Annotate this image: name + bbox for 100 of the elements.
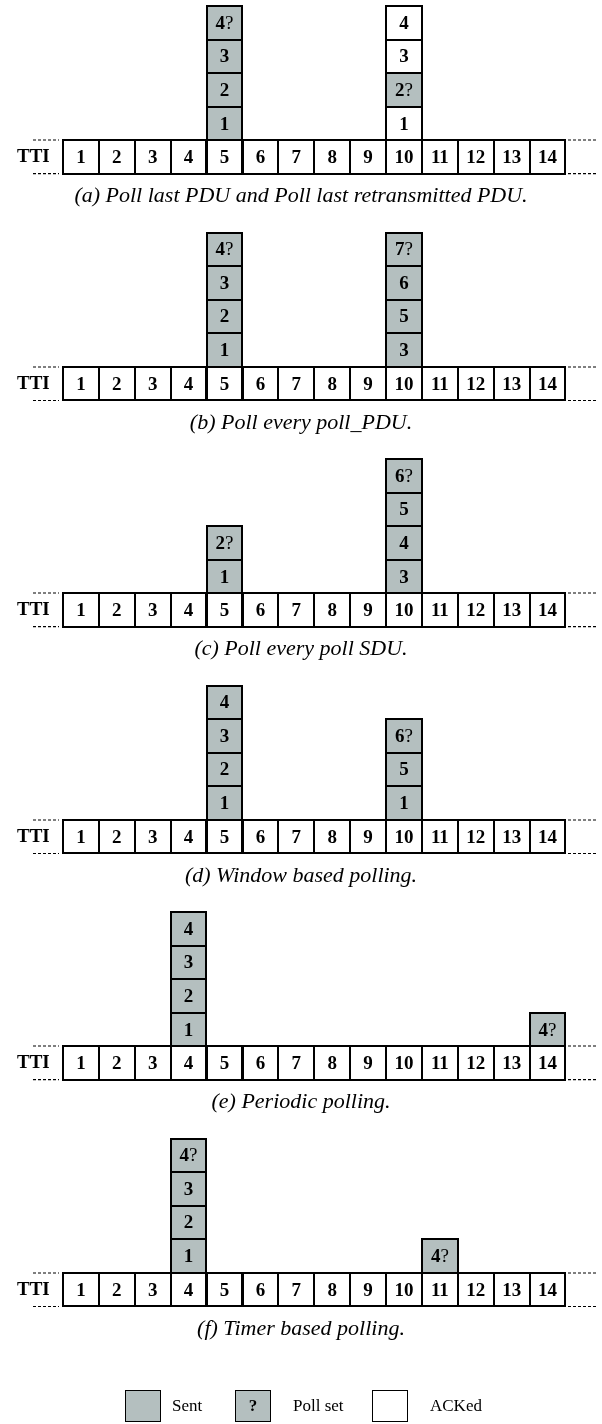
pdu-cell: 6?: [385, 458, 423, 494]
pdu-cell: 3: [133, 1045, 172, 1081]
pdu-cell: 10: [385, 1045, 423, 1081]
axis-label: TTI: [17, 1277, 50, 1300]
pdu-cell: 14: [528, 139, 567, 175]
pdu-cell: 2: [205, 72, 244, 108]
pdu-cell: 1: [205, 785, 244, 821]
pdu-cell: 4: [169, 365, 208, 402]
pdu-cell: 6: [241, 365, 280, 402]
pdu-cell: 5: [205, 139, 244, 175]
pdu-cell: 13: [492, 139, 531, 175]
pdu-cell: 2?: [385, 72, 423, 108]
pdu-cell: 12: [456, 592, 495, 628]
pdu-cell: 7: [277, 139, 316, 175]
panel-caption: (d) Window based polling.: [183, 861, 419, 888]
pdu-cell: 6: [385, 265, 423, 301]
pdu-cell: 6: [241, 1271, 280, 1308]
pdu-cell: 4: [385, 525, 423, 561]
pdu-cell: 13: [492, 818, 531, 855]
pdu-cell: 1: [205, 332, 244, 368]
pdu-cell: 7: [277, 592, 316, 628]
pdu-cell: 4?: [205, 5, 244, 41]
pdu-cell: 11: [421, 592, 459, 628]
panel-caption: (b) Poll every poll_PDU.: [188, 408, 414, 435]
pdu-cell: 7: [277, 1045, 316, 1081]
pdu-cell: 9: [349, 592, 387, 628]
legend-label: ACKed: [430, 1396, 482, 1416]
pdu-cell: 9: [349, 1271, 387, 1308]
pdu-cell: 4: [169, 139, 208, 175]
pdu-cell: 12: [456, 139, 495, 175]
pdu-cell: 12: [456, 1045, 495, 1081]
pdu-cell: 8: [313, 365, 352, 402]
pdu-cell: 2?: [205, 525, 244, 561]
pdu-cell: 11: [421, 139, 459, 175]
pdu-cell: 5: [205, 1271, 244, 1308]
pdu-cell: 3: [385, 332, 423, 368]
pdu-cell: 12: [456, 1271, 495, 1308]
pdu-cell: 1: [62, 1045, 100, 1081]
pdu-cell: 4: [169, 1045, 208, 1081]
pdu-cell: 2: [97, 1045, 136, 1081]
pdu-cell: 4: [385, 5, 423, 41]
pdu-cell: 14: [528, 818, 567, 855]
axis-label: TTI: [17, 1051, 50, 1074]
pdu-cell: 14: [528, 365, 567, 402]
pdu-cell: 4: [169, 818, 208, 855]
pdu-cell: 1: [62, 818, 100, 855]
pdu-cell: 4?: [169, 1137, 208, 1173]
legend-label: Poll set: [293, 1396, 344, 1416]
pdu-cell: 13: [492, 365, 531, 402]
panel-caption: (e) Periodic polling.: [210, 1088, 392, 1114]
pdu-cell: 13: [492, 1045, 531, 1081]
pdu-cell: 5: [205, 818, 244, 855]
pdu-cell: 13: [492, 592, 531, 628]
pdu-cell: 4: [169, 1271, 208, 1308]
axis-label: TTI: [17, 598, 50, 621]
pdu-cell: 12: [456, 818, 495, 855]
pdu-cell: 13: [492, 1271, 531, 1308]
pdu-cell: 1: [385, 785, 423, 821]
pdu-cell: 3: [133, 139, 172, 175]
pdu-cell: 1: [169, 1238, 208, 1274]
pdu-cell: 9: [349, 365, 387, 402]
axis-label: TTI: [17, 145, 50, 168]
pdu-cell: 10: [385, 1271, 423, 1308]
pdu-cell: 6?: [385, 718, 423, 754]
axis-label: TTI: [17, 824, 50, 847]
pdu-cell: 9: [349, 818, 387, 855]
pdu-cell: 4?: [421, 1238, 459, 1274]
pdu-cell: 7: [277, 818, 316, 855]
pdu-cell: 6: [241, 818, 280, 855]
pdu-cell: 5: [205, 592, 244, 628]
pdu-cell: 5: [205, 365, 244, 402]
pdu-cell: 8: [313, 818, 352, 855]
panel-caption: (c) Poll every poll SDU.: [193, 635, 409, 661]
pdu-cell: 2: [97, 1271, 136, 1308]
pdu-cell: 7: [277, 365, 316, 402]
panel-caption: (f) Timer based polling.: [196, 1314, 406, 1341]
pdu-cell: 3: [133, 818, 172, 855]
pdu-cell: 4?: [528, 1011, 567, 1048]
pdu-cell: 4: [169, 592, 208, 628]
pdu-cell: 12: [456, 365, 495, 402]
pdu-cell: 11: [421, 818, 459, 855]
pdu-cell: 8: [313, 1045, 352, 1081]
pdu-cell: 3: [133, 365, 172, 402]
pdu-cell: 2: [97, 139, 136, 175]
pdu-cell: 3: [169, 1171, 208, 1207]
pdu-cell: 5: [205, 1045, 244, 1081]
pdu-cell: 1: [62, 1271, 100, 1308]
pdu-cell: 2: [97, 818, 136, 855]
pdu-cell: 2: [97, 365, 136, 402]
pdu-cell: 7: [277, 1271, 316, 1308]
pdu-cell: 3: [133, 592, 172, 628]
pdu-cell: 9: [349, 1045, 387, 1081]
pdu-cell: 11: [421, 1045, 459, 1081]
panel-caption: (a) Poll last PDU and Poll last retransmitted PDU.: [73, 182, 529, 208]
pdu-cell: 1: [62, 592, 100, 628]
pdu-cell: 7?: [385, 231, 423, 267]
pdu-cell: 11: [421, 365, 459, 402]
pdu-cell: 9: [349, 139, 387, 175]
pdu-cell: 2: [169, 978, 208, 1014]
pdu-cell: 14: [528, 592, 567, 628]
